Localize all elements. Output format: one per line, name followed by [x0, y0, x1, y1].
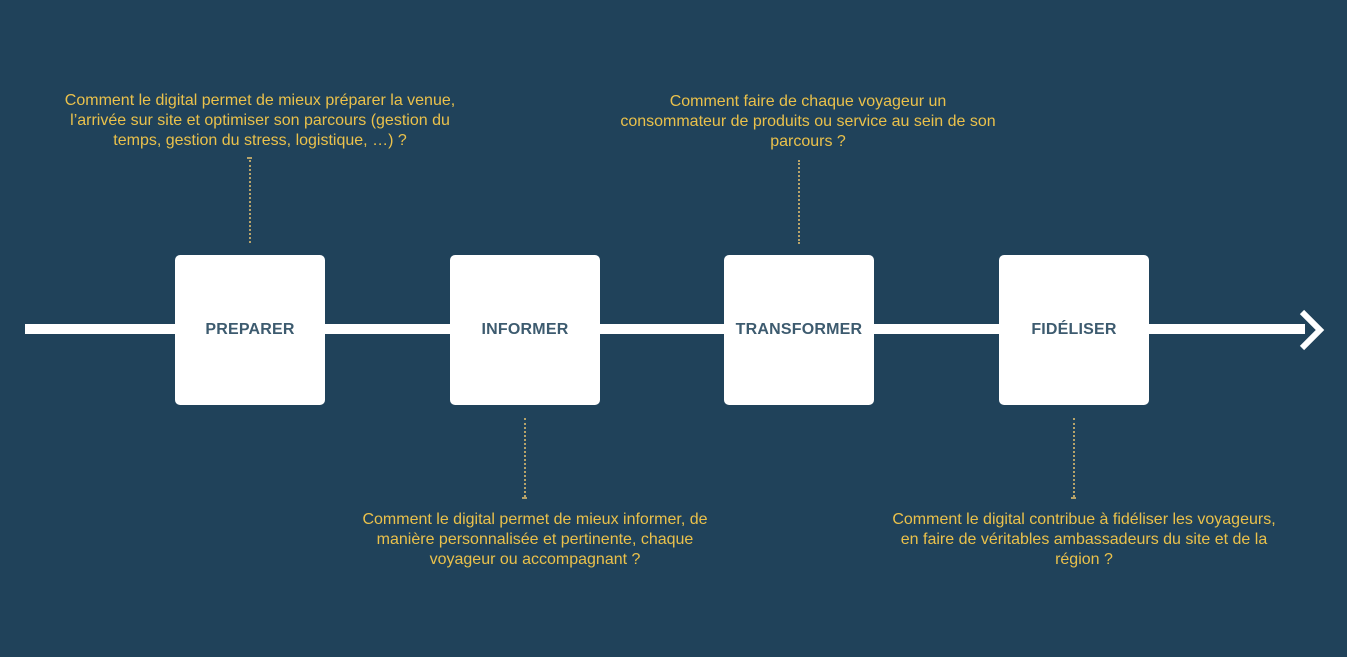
step-box-transformer: TRANSFORMER [724, 255, 874, 405]
step-label-preparer: PREPARER [205, 321, 295, 338]
connector-fideliser [1073, 418, 1075, 497]
connector-end-informer [522, 497, 527, 499]
step-label-transformer: TRANSFORMER [735, 321, 863, 338]
step-box-preparer: PREPARER [175, 255, 325, 405]
timeline-arrowhead-icon [1299, 309, 1325, 351]
step-box-fideliser: FIDÉLISER [999, 255, 1149, 405]
question-informer: Comment le digital permet de mieux infor… [362, 511, 708, 568]
connector-end-fideliser [1071, 497, 1076, 499]
connector-preparer [249, 160, 251, 243]
question-fideliser: Comment le digital contribue à fidéliser… [892, 511, 1276, 568]
question-transformer: Comment faire de chaque voyageur un cons… [620, 93, 996, 150]
step-label-fideliser: FIDÉLISER [1031, 321, 1117, 338]
connector-transformer [798, 160, 800, 244]
step-label-informer: INFORMER [481, 321, 569, 338]
connector-end-preparer [247, 157, 252, 159]
connector-informer [524, 418, 526, 497]
question-preparer: Comment le digital permet de mieux prépa… [64, 92, 456, 149]
timeline-line [25, 324, 1305, 334]
step-box-informer: INFORMER [450, 255, 600, 405]
